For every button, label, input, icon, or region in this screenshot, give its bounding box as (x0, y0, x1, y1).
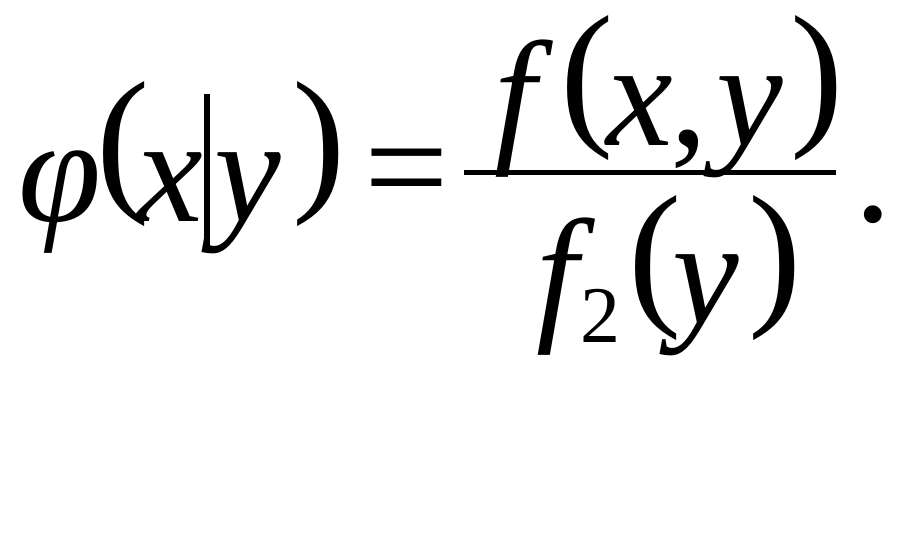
lhs-var-y: y (214, 88, 281, 254)
numerator-var-y: y (716, 12, 783, 178)
denominator-open-paren: ( (628, 163, 682, 341)
numerator-comma: , (670, 12, 708, 178)
lhs-phi: φ (18, 88, 101, 254)
denominator-subscript: 2 (580, 272, 620, 360)
numerator-f: f (494, 12, 536, 178)
period: . (854, 88, 892, 254)
denominator-var-y: y (672, 190, 739, 356)
conditional-bar (204, 94, 210, 252)
lhs-open-paren: ( (96, 49, 150, 227)
fraction-bar (464, 170, 836, 175)
numerator-var-x: x (606, 12, 673, 178)
denominator-f: f (536, 190, 578, 356)
numerator-close-paren: ) (790, 0, 844, 161)
lhs-var-x: x (136, 88, 203, 254)
lhs-close-paren: ) (292, 49, 346, 227)
numerator-open-paren: ( (560, 0, 614, 161)
equals-sign: = (364, 84, 449, 250)
denominator-close-paren: ) (748, 163, 802, 341)
